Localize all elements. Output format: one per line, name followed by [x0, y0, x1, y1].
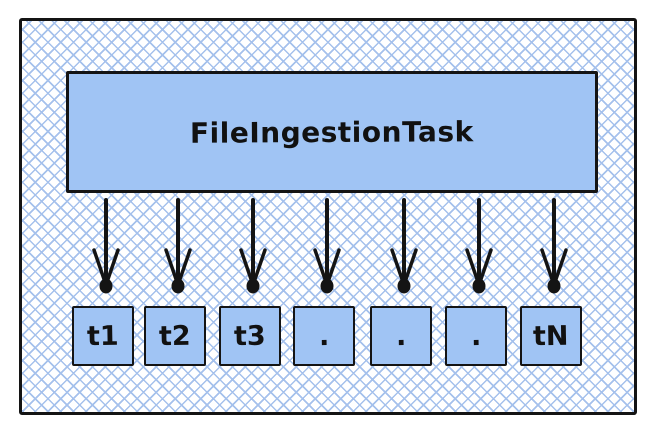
down-arrow-icon: [313, 198, 341, 294]
task-box-dot-2: .: [370, 306, 432, 366]
task-label: tN: [532, 320, 570, 352]
task-box-t1: t1: [72, 306, 134, 366]
down-arrow-icon: [540, 198, 568, 294]
task-box-t2: t2: [144, 306, 206, 366]
down-arrow-icon: [390, 198, 418, 294]
diagram-frame: FileIngestionTask: [19, 18, 637, 415]
task-box-t3: t3: [219, 306, 281, 366]
task-box-tN: tN: [520, 306, 582, 366]
parent-task-box: FileIngestionTask: [66, 71, 598, 193]
down-arrow-icon: [239, 198, 267, 294]
task-label: t3: [233, 320, 267, 352]
task-label: .: [318, 320, 330, 352]
down-arrow-icon: [164, 198, 192, 294]
down-arrow-icon: [92, 198, 120, 294]
task-label: t2: [158, 320, 192, 352]
task-box-dot-1: .: [293, 306, 355, 366]
task-label: t1: [86, 320, 120, 352]
parent-task-label: FileIngestionTask: [190, 114, 474, 150]
down-arrow-icon: [465, 198, 493, 294]
task-label: .: [395, 320, 407, 352]
task-label: .: [470, 320, 482, 352]
task-box-dot-3: .: [445, 306, 507, 366]
